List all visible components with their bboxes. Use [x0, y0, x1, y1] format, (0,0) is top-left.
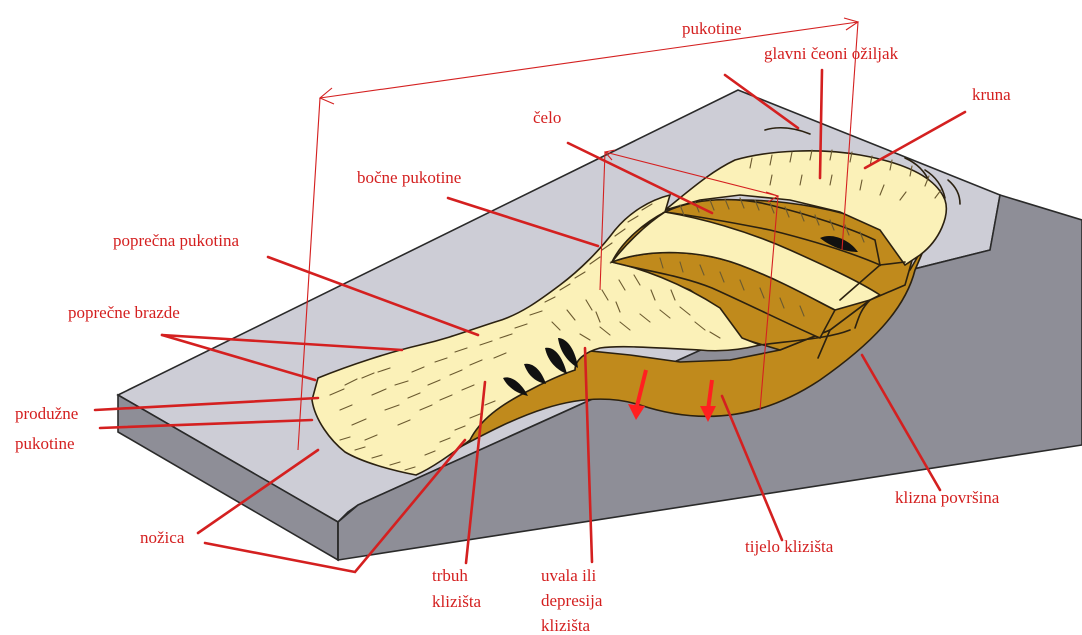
label-produzne-line2: pukotine [15, 434, 75, 453]
leader-kruna [865, 112, 965, 168]
label-nozica: nožica [140, 528, 185, 547]
label-uvala-line3: klizišta [541, 616, 591, 635]
label-uvala-line2: depresija [541, 591, 603, 610]
label-bocne-pukotine: bočne pukotine [357, 168, 461, 187]
label-celo: čelo [533, 108, 561, 127]
label-tijelo-klizista: tijelo klizišta [745, 537, 834, 556]
label-uvala-line1: uvala ili [541, 566, 597, 585]
label-trbuh-line1: trbuh [432, 566, 468, 585]
label-poprecna-pukotina: poprečna pukotina [113, 231, 239, 250]
label-klizna-povrsina: klizna površina [895, 488, 1000, 507]
label-poprecne-brazde: poprečne brazde [68, 303, 180, 322]
label-produzne-line1: produžne [15, 404, 78, 423]
label-pukotine-top: pukotine [682, 19, 742, 38]
label-trbuh-line2: klizišta [432, 592, 482, 611]
label-glavni-ceoni-oziljak: glavni čeoni ožiljak [764, 44, 899, 63]
label-kruna: kruna [972, 85, 1011, 104]
